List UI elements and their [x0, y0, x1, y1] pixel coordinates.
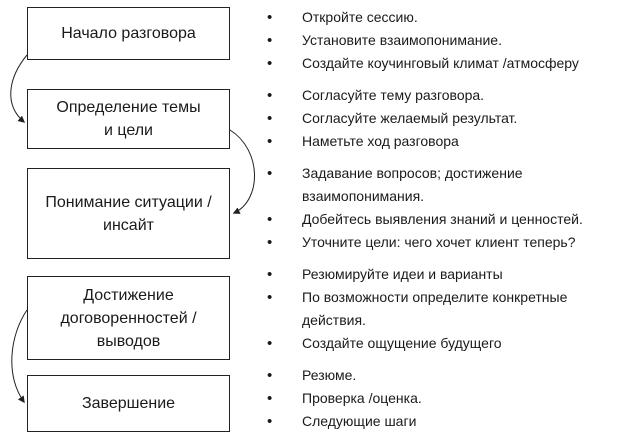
- stage-bullets-opening: Откройте сессию. Установите взаимопонима…: [266, 6, 614, 75]
- bullet-item: Проверка /оценка.: [266, 387, 614, 410]
- bullet-item: Резюме.: [266, 364, 614, 387]
- bullet-item: Задавание вопросов; достижение взаимопон…: [266, 162, 614, 208]
- stage-bullets-topic-goal: Согласуйте тему разговора. Согласуйте же…: [266, 84, 614, 153]
- stage-box-understanding: Понимание ситуации / инсайт: [27, 168, 230, 259]
- stage-box-topic-goal: Определение темы и цели: [27, 89, 230, 149]
- bullet-item: Установите взаимопонимание.: [266, 29, 614, 52]
- bullet-item: Согласуйте тему разговора.: [266, 84, 614, 107]
- bullet-item: Создайте ощущение будущего: [266, 332, 614, 355]
- stage-label: Завершение: [81, 395, 176, 412]
- bullet-item: Согласуйте желаемый результат.: [266, 107, 614, 130]
- stage-box-closing: Завершение: [27, 375, 230, 432]
- stage-label: Определение темы и цели: [56, 99, 201, 139]
- arrow-start-to-topic: [10, 54, 28, 123]
- stage-bullets-closing: Резюме. Проверка /оценка. Следующие шаги: [266, 364, 614, 433]
- stage-label: Начало разговора: [61, 25, 196, 42]
- bullet-item: Следующие шаги: [266, 410, 614, 433]
- stage-bullets-understanding: Задавание вопросов; достижение взаимопон…: [266, 162, 614, 254]
- bullet-item: Уточните цели: чего хочет клиент теперь?: [266, 231, 614, 254]
- stage-bullets-agreements: Резюмируйте идеи и варианты По возможнос…: [266, 263, 614, 355]
- stage-box-opening: Начало разговора: [27, 7, 230, 60]
- bullet-item: Откройте сессию.: [266, 6, 614, 29]
- arrow-agreements-to-closing: [11, 309, 28, 404]
- bullet-item: Наметьте ход разговора: [266, 130, 614, 153]
- bullet-item: Резюмируйте идеи и варианты: [266, 263, 614, 286]
- stage-label: Достижение договоренностей / выводов: [60, 286, 197, 350]
- bullet-item: Создайте коучинговый климат /атмосферу: [266, 52, 614, 75]
- arrow-topic-to-understanding: [229, 129, 255, 214]
- stage-box-agreements: Достижение договоренностей / выводов: [27, 276, 230, 360]
- bullet-item: По возможности определите конкретные дей…: [266, 286, 614, 332]
- bullet-item: Добейтесь выявления знаний и ценностей.: [266, 208, 614, 231]
- stage-label: Понимание ситуации / инсайт: [45, 193, 212, 234]
